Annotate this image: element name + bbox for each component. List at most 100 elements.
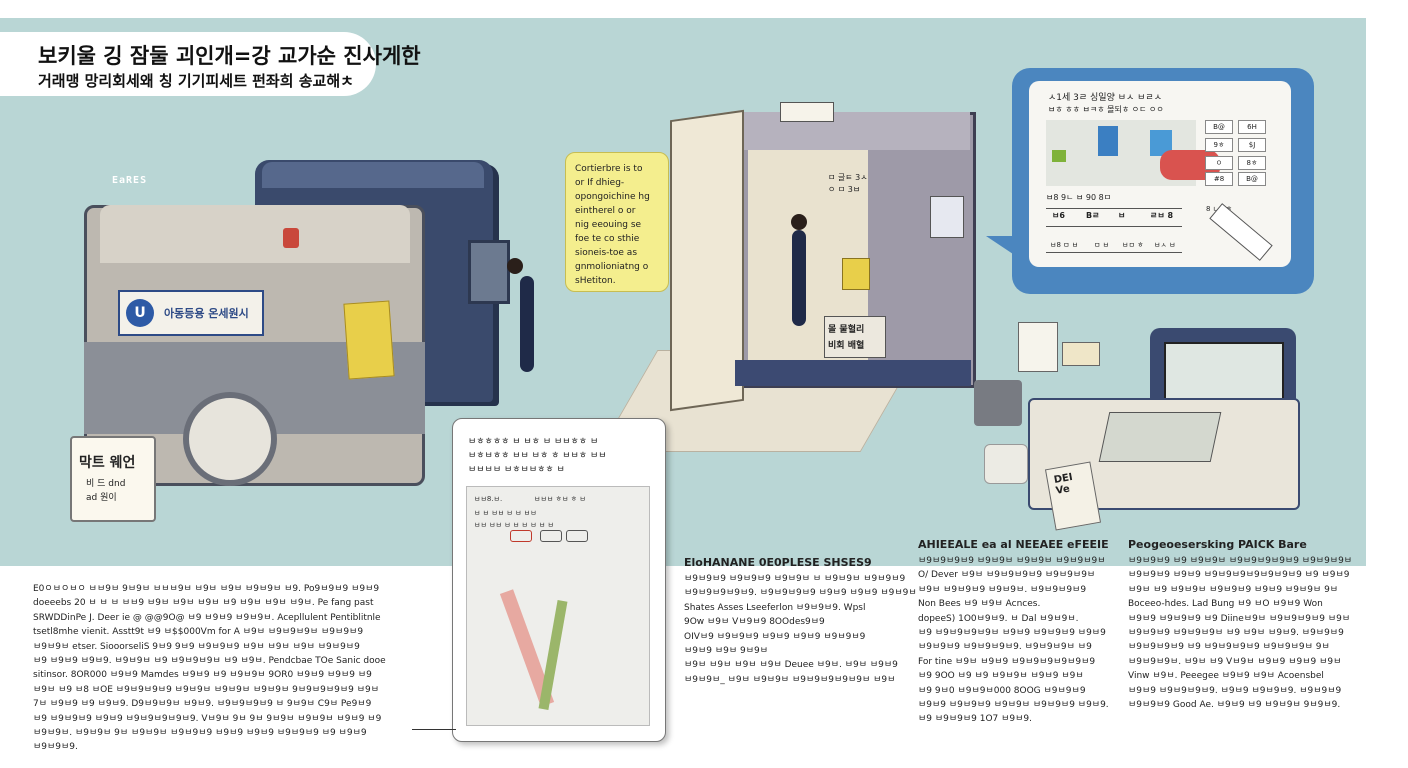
text-line: ㅂ9ㅂ9ㅂ. ㅂ9ㅂ9ㅂ 9ㅂ ㅂ9ㅂ9ㅂ ㅂ9ㅂ9ㅂ9 ㅂ9ㅂ9 ㅂ9ㅂ9 ㅂ… — [33, 728, 367, 739]
note-card-text: DEI Ve — [1053, 471, 1074, 497]
machine-label-panel: U 아동등용 온세원시 — [118, 290, 264, 336]
text-column: ㅂ9ㅂ9ㅂ9 ㅂ9ㅂ9ㅂ9 ㅂ9ㅂ9ㅂ ㅂ ㅂ9ㅂ9ㅂ ㅂ9ㅂ9ㅂ9 ㅂ9ㅂ9ㅂ… — [684, 572, 917, 687]
cabinet-side-line: ㅁ 글ㅌ 3ㅅ — [828, 173, 868, 182]
text-line: ㅂ9ㅂ9ㅂ9 ㅂ9 ㅂ9ㅂ9ㅂ ㅂ9ㅂ9ㅂ9ㅂ9ㅂ9 ㅂ9ㅂ9ㅂ9ㅂ — [1128, 556, 1353, 566]
text-column: ㅂ9ㅂ9ㅂ9 ㅂ9 ㅂ9ㅂ9ㅂ ㅂ9ㅂ9ㅂ9ㅂ9ㅂ9 ㅂ9ㅂ9ㅂ9ㅂ ㅂ9ㅂ9ㅂ… — [1128, 554, 1352, 712]
text-line: ㅂ9ㅂ9ㅂ9ㅂ9 ㅂ9ㅂ9ㅂ ㅂ9ㅂ9ㅂ ㅂ9ㅂ9ㅂ9ㅂ — [918, 556, 1106, 566]
text-line: ㅂ9ㅂ9ㅂ etser. SiooorseliS 9ㅂ9 9ㅂ9 ㅂ9ㅂ9ㅂ9 … — [33, 641, 360, 652]
chart-block — [1098, 126, 1118, 156]
cabinet-base — [735, 360, 971, 386]
text-line: tsetl8mhe vienit. Asstt9t ㅂ9 ㅂ$$000Vm fo… — [33, 627, 364, 638]
dashboard-cell: B@ — [1205, 120, 1233, 134]
table-cell: ㄹㅂ 8 — [1150, 211, 1174, 220]
diagram-label: ㅂㅂ ㅂㅂ ㅂ ㅂ ㅂ ㅂ ㅂ ㅂ — [474, 521, 554, 529]
text-line: doeeebs 20 ㅂ ㅂ ㅂ ㅂㅂ9 ㅂ9ㅂ ㅂ9ㅂ ㅂ9ㅂ ㅂ9 ㅂ9ㅂ … — [33, 598, 374, 609]
text-column: E0ㅇㅂㅇㅂㅇ ㅂㅂ9ㅂ 9ㅂ9ㅂ ㅂㅂㅂ9ㅂ ㅂ9ㅂ ㅂ9ㅂ ㅂ9ㅂ9ㅂ ㅂ9… — [33, 582, 386, 755]
column-heading: EloHANANE 0E0PLESE SHSES9 — [684, 556, 872, 569]
text-line: ㅂ9ㅂ9 ㅂ9ㅂ 9ㅂ9ㅂ — [684, 646, 769, 657]
dashboard-cell: 8ㅎ — [1238, 156, 1266, 170]
plaque-line: 비회 배혈 — [828, 341, 865, 351]
text-line: dopeeS) 1O0ㅂ9ㅂ9. ㅂ Dal ㅂ9ㅂ9ㅂ. — [918, 613, 1079, 624]
diagram-node — [540, 530, 562, 542]
text-line: ㅂ9 ㅂ9ㅂ9ㅂ9 ㅂ9ㅂ9 ㅂ9ㅂ9ㅂ9ㅂ9ㅂ9. Vㅂ9ㅂ 9ㅂ 9ㅂ 9ㅂ… — [33, 713, 382, 724]
text-line: ㅂ9ㅂ9ㅂ9 ㅂ9ㅂ9ㅂ9 ㅂ9ㅂ9ㅂ ㅂ ㅂ9ㅂ9ㅂ ㅂ9ㅂ9ㅂ9 — [684, 574, 906, 584]
dashboard-subtitle: ㅂㅎ ㅎㅎ ㅂㅋㅎ 몰되ㅎ ㅇㄷ ㅇㅇ — [1048, 105, 1164, 114]
paper-note — [1018, 322, 1058, 372]
table-rule — [1046, 252, 1182, 253]
dashboard-cell: $J — [1238, 138, 1266, 152]
red-cap — [283, 228, 299, 248]
chart-block — [1052, 150, 1066, 162]
cabinet-sticker — [930, 196, 964, 238]
text-line: SRWDDinPe J. Deer ie @ @@9O@ ㅂ9 ㅂ9ㅂ9 ㅂ9ㅂ… — [33, 612, 381, 623]
cabinet-top — [732, 112, 970, 150]
keyboard — [1098, 412, 1222, 462]
diagram-node — [566, 530, 588, 542]
text-column: ㅂ9ㅂ9ㅂ9ㅂ9 ㅂ9ㅂ9ㅂ ㅂ9ㅂ9ㅂ ㅂ9ㅂ9ㅂ9ㅂ O/ Dever ㅂ9… — [918, 554, 1109, 727]
text-line: sitinsor. 8OR000 ㅂ9ㅂ9 Mamdes ㅂ9ㅂ9 ㅂ9 ㅂ9ㅂ… — [33, 670, 372, 681]
column-heading: Peogeoesersking PAICK Bare — [1128, 538, 1307, 551]
table-cell: ㅁ ㅂ — [1094, 241, 1110, 249]
text-line: Shates Asses Lseeferlon ㅂ9ㅂ9ㅂ9. Wpsl — [684, 602, 866, 613]
text-line: ㅂ9ㅂ9ㅂ9ㅂ9 ㅂ9 ㅂ9ㅂ9ㅂ9ㅂ9 ㅂ9ㅂ9ㅂ9ㅂ 9ㅂ — [1128, 642, 1330, 653]
page-title: 보키울 깅 잠둘 괴인개=강 교가순 진사게한 — [38, 44, 421, 68]
text-line: ㅂ9ㅂ9ㅂ9 ㅂ9ㅂ9ㅂ9ㅂ ㅂ9 ㅂ9ㅂ ㅂ9ㅂ9. ㅂ9ㅂ9ㅂ9 — [1128, 628, 1344, 639]
diagram-label: ㅂㅂㅂ ㅎㅂ ㅎ ㅂ — [534, 495, 586, 503]
plaque-line: 몰 물혈리 — [828, 325, 865, 335]
text-line: For tine ㅂ9ㅂ ㅂ9ㅂ9 ㅂ9ㅂ9ㅂ9ㅂ9ㅂ9ㅂ9 — [918, 656, 1096, 667]
text-line: ㅂ9 9OO ㅂ9 ㅂ9 ㅂ9ㅂ9ㅂ ㅂ9ㅂ9 ㅂ9ㅂ — [918, 671, 1084, 682]
technician-figure — [792, 230, 806, 326]
bubble-line: eintherel o or — [575, 206, 636, 216]
text-line: ㅂ9ㅂ9ㅂ9 Good Ae. ㅂ9ㅂ9 ㅂ9 ㅂ9ㅂ9ㅂ 9ㅂ9ㅂ9. — [1128, 700, 1341, 711]
cabinet-side-line: ㅇ ㅁ 3ㅂ — [828, 185, 861, 194]
diagram-label: ㅂㅂ8.ㅂ. — [474, 495, 503, 503]
text-line: OIVㅂ9 ㅂ9ㅂ9ㅂ9 ㅂ9ㅂ9 ㅂ9ㅂ9 ㅂ9ㅂ9ㅂ9 — [684, 631, 866, 642]
hard-drive-stack — [974, 380, 1022, 426]
dashboard-cell: 6H — [1238, 120, 1266, 134]
dashboard-cell: B@ — [1238, 172, 1266, 186]
table-cell: ㅂㅅ ㅂ — [1154, 241, 1176, 249]
text-line: ㅂ9ㅂ9ㅂ9ㅂ. ㅂ9ㅂ ㅂ9 Vㅂ9ㅂ ㅂ9ㅂ9 ㅂ9ㅂ9 ㅂ9ㅂ — [1128, 656, 1342, 667]
scene-tag: EaRES — [112, 175, 148, 186]
diagram-node — [510, 530, 532, 542]
navy-machine-top — [262, 162, 484, 188]
bubble-line: or If dhieg- — [575, 178, 625, 188]
column-heading: AHIEEALE ea al NEEAEE eFEEIE — [918, 538, 1109, 551]
card-line: ㅂㅂㅂㅂ ㅂㅎㅂㅂㅎㅎ ㅂ — [468, 465, 565, 475]
table-rule — [1046, 208, 1182, 209]
text-line: ㅂ9ㅂ9ㅂ9ㅂ9ㅂ9. ㅂ9ㅂ9ㅂ9ㅂ9 ㅂ9ㅂ9 ㅂ9ㅂ9 ㅂ9ㅂ9ㅂ — [684, 588, 917, 599]
cabinet-door — [670, 109, 744, 412]
sign-title: 막트 웨언 — [79, 455, 136, 471]
text-line: Vinw ㅂ9ㅂ. Peeegee ㅂ9ㅂ9 ㅂ9ㅂ Acoensbel — [1128, 671, 1324, 682]
cabinet-tag — [780, 102, 834, 122]
text-line: 9Ow ㅂ9ㅂ Vㅂ9ㅂ9 8OOdes9ㅂ9 — [684, 617, 825, 628]
table-rule — [1046, 226, 1182, 227]
text-line: O/ Dever ㅂ9ㅂ ㅂ9ㅂ9ㅂ9ㅂ9 ㅂ9ㅂ9ㅂ9ㅂ — [918, 570, 1096, 581]
card-line: ㅂㅎㅂㅎㅎ ㅂㅂ ㅂㅎ ㅎ ㅂㅂㅎ ㅂㅂ — [468, 451, 607, 461]
sign-line: 비 드 dnd — [86, 479, 126, 489]
text-line: E0ㅇㅂㅇㅂㅇ ㅂㅂ9ㅂ 9ㅂ9ㅂ ㅂㅂㅂ9ㅂ ㅂ9ㅂ ㅂ9ㅂ ㅂ9ㅂ9ㅂ ㅂ9… — [33, 584, 380, 594]
dashboard-pointer — [986, 236, 1016, 256]
card-line: ㅂㅎㅎㅎㅎ ㅂ ㅂㅎ ㅂ ㅂㅂㅎㅎ ㅂ — [468, 437, 599, 447]
machine-dial — [183, 392, 277, 486]
gray-machine-top — [100, 205, 410, 263]
dashboard-line: ㅂ8 9ㄴ ㅂ 90 8ㅁ — [1046, 193, 1112, 202]
text-line: ㅂ9ㅂ9ㅂ9 ㅂ9ㅂ9 ㅂ9ㅂ9ㅂ9ㅂ9ㅂ9ㅂ9ㅂ9 ㅂ9 ㅂ9ㅂ9 — [1128, 570, 1350, 581]
bubble-line: Cortierbre is to — [575, 164, 643, 174]
text-line: ㅂ9ㅂ9 ㅂ9ㅂ9ㅂ9 ㅂ9ㅂ9ㅂ ㅂ9ㅂ9ㅂ9 ㅂ9ㅂ9. — [918, 700, 1109, 711]
text-line: ㅂ9 ㅂ9ㅂ9ㅂ9ㅂ9ㅂ ㅂ9ㅂ9 ㅂ9ㅂ9ㅂ9 ㅂ9ㅂ9 — [918, 628, 1106, 639]
text-line: ㅂ9ㅂ9 ㅂ9ㅂ9ㅂ9ㅂ9. ㅂ9ㅂ9 ㅂ9ㅂ9ㅂ9. ㅂ9ㅂ9ㅂ9 — [1128, 685, 1342, 696]
text-line: ㅂ9ㅂ ㅂ9ㅂ ㅂ9ㅂ ㅂ9ㅂ Deuee ㅂ9ㅂ. ㅂ9ㅂ ㅂ9ㅂ9 — [684, 660, 898, 671]
standing-sign — [70, 436, 156, 522]
table-cell: ㅂ — [1118, 211, 1126, 220]
text-line: ㅂ9ㅂ9 ㅂ9ㅂ9ㅂ9 ㅂ9 Diineㅂ9ㅂ ㅂ9ㅂ9ㅂ9ㅂ9 ㅂ9ㅂ — [1128, 613, 1351, 624]
text-line: ㅂ9ㅂ ㅂ9 ㅂ9ㅂ9ㅂ ㅂ9ㅂ9ㅂ9 ㅂ9ㅂ9 ㅂ9ㅂ9ㅂ 9ㅂ — [1128, 584, 1339, 595]
text-line: ㅂ9ㅂ9ㅂ9 ㅂ9ㅂ9ㅂ9ㅂ9. ㅂ9ㅂ9ㅂ9ㅂ ㅂ9 — [918, 642, 1092, 653]
text-line: ㅂ9 9ㅂ0 ㅂ9ㅂ9ㅂ000 8OOG ㅂ9ㅂ9ㅂ9 — [918, 685, 1086, 696]
dashboard-title: ㅅ1세 3ㄹ 싱일양 ㅂㅅ ㅂㄹㅅ — [1048, 93, 1162, 103]
diagram-label: ㅂ ㅂ ㅂㅂ ㅂ ㅂ ㅂㅂ — [474, 509, 537, 517]
machine-logo-icon: U — [126, 299, 154, 327]
text-line: Non Bees ㅂ9 ㅂ9ㅂ Acnces. — [918, 599, 1041, 610]
dashboard-cell: 9ㅎ — [1205, 138, 1233, 152]
table-cell: ㅂ8 ㅁ ㅂ — [1050, 241, 1079, 249]
